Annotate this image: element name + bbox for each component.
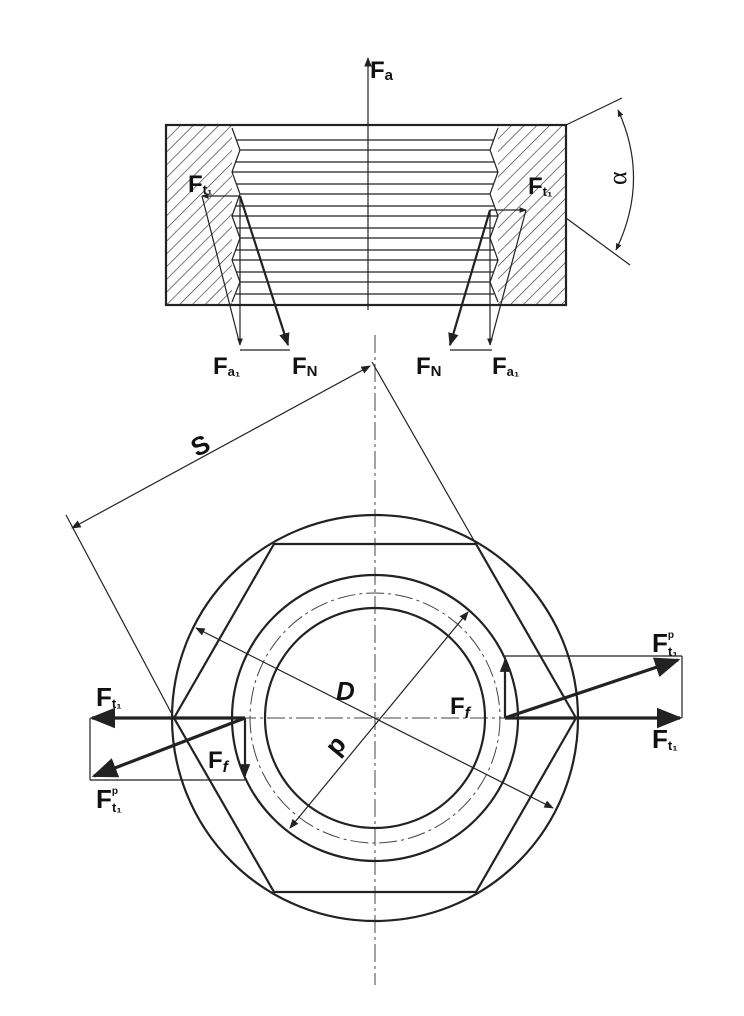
label-fn-left: FN — [292, 353, 318, 380]
label-fa1-left: Fa₁ — [213, 353, 240, 380]
right-force-system — [499, 655, 683, 729]
label-ft1-top-left: Ft₁ — [188, 171, 212, 198]
section-outline — [164, 123, 568, 307]
label-ff-right: Ff — [450, 693, 472, 722]
label-ff-left: Ff — [208, 747, 230, 776]
label-fa1-right: Fa₁ — [492, 353, 519, 380]
right-force-triangle — [448, 207, 527, 351]
left-hatched-wall — [166, 125, 232, 305]
label-s: S — [186, 428, 215, 463]
label-ft1-left: Ft₁ — [96, 682, 122, 712]
label-ft1-top-right: Ft₁ — [528, 173, 552, 200]
label-alpha: α — [603, 171, 632, 185]
thread-crest-lines — [232, 139, 498, 295]
alpha-ref-line — [565, 97, 623, 126]
d-inner-dimension — [289, 611, 469, 829]
label-fn-right: FN — [416, 353, 442, 380]
s-dimension-line — [71, 365, 371, 529]
label-d-inner: d — [322, 732, 355, 763]
label-d-outer: D — [336, 676, 355, 706]
section-view: Fa Ft₁ Ft₁ Fa₁ FN FN Fa₁ α — [164, 57, 635, 380]
alpha-arc — [615, 109, 635, 251]
right-hatched-wall — [498, 125, 566, 305]
s-extension-right — [371, 361, 477, 545]
label-ft1-right: Ft₁ — [652, 724, 678, 754]
left-force-triangle — [201, 193, 290, 351]
thread-bore — [232, 128, 498, 302]
s-extension-left — [65, 514, 175, 719]
left-force-system — [89, 707, 251, 781]
alpha-ref-line-2 — [565, 217, 631, 266]
label-fa: Fa — [370, 57, 394, 84]
